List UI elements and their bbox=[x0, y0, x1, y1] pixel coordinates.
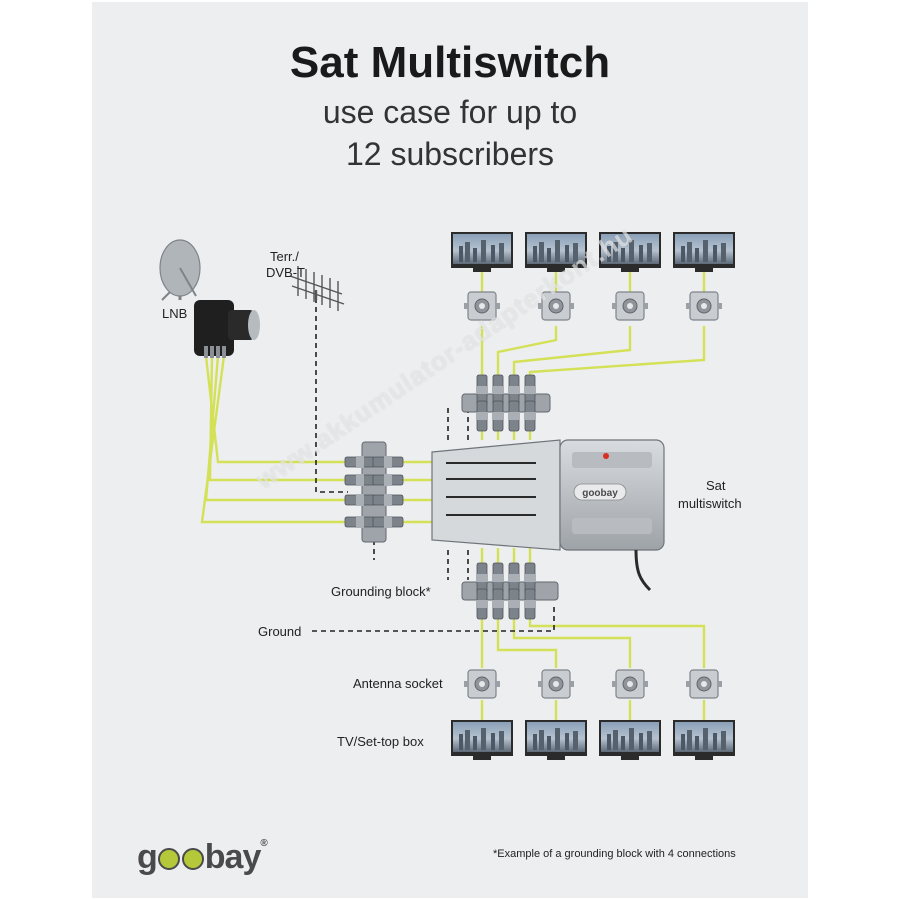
page-title: Sat Multiswitch bbox=[289, 38, 611, 87]
tv-icon bbox=[525, 720, 587, 760]
logo-text-start: g bbox=[137, 838, 158, 876]
logo-o-icon bbox=[181, 848, 204, 870]
antenna-socket-icon bbox=[611, 669, 649, 699]
sat-label-line2: multiswitch bbox=[678, 496, 742, 511]
terr-label-line2: DVB-T bbox=[266, 265, 305, 280]
lnb-label: LNB bbox=[162, 306, 188, 321]
antenna-socket-icon bbox=[537, 669, 575, 699]
antenna-socket-label: Antenna socket bbox=[353, 676, 443, 691]
terrestrial-antenna bbox=[289, 266, 345, 311]
antenna-socket-icon bbox=[685, 291, 723, 321]
tv-icon bbox=[451, 232, 513, 272]
grounding-block-left bbox=[344, 441, 404, 543]
logo-text-end: bay bbox=[204, 838, 262, 876]
grounding-block-label: Grounding block* bbox=[331, 584, 431, 599]
lnb-device bbox=[194, 300, 260, 358]
logo-o-icon bbox=[157, 848, 180, 870]
grounding-block-top bbox=[461, 374, 551, 432]
antenna-socket-icon bbox=[611, 291, 649, 321]
footnote: *Example of a grounding block with 4 con… bbox=[493, 848, 736, 860]
tv-icon bbox=[599, 720, 661, 760]
antenna-socket-icon bbox=[685, 669, 723, 699]
device-logo: goobay bbox=[582, 488, 618, 499]
tv-icon bbox=[673, 720, 735, 760]
tv-box-label: TV/Set-top box bbox=[337, 734, 424, 749]
satellite-dish bbox=[159, 239, 201, 301]
bottom-antenna-sockets bbox=[463, 669, 723, 699]
ground-label: Ground bbox=[258, 624, 302, 639]
bottom-tvs bbox=[451, 720, 735, 760]
dashed-lines bbox=[312, 298, 555, 632]
goobay-logo: g bay® bbox=[137, 838, 268, 877]
subtitle-line-1: use case for up to bbox=[322, 94, 578, 130]
sat-multiswitch-device: goobay bbox=[431, 439, 665, 592]
tv-icon bbox=[451, 720, 513, 760]
subtitle-line-2: 12 subscribers bbox=[345, 136, 555, 172]
grounding-block-bottom bbox=[461, 562, 559, 620]
registered-mark: ® bbox=[260, 838, 267, 849]
terr-label-line1: Terr./ bbox=[270, 249, 299, 264]
antenna-socket-icon bbox=[463, 669, 501, 699]
sat-label-line1: Sat bbox=[706, 478, 726, 493]
tv-icon bbox=[673, 232, 735, 272]
